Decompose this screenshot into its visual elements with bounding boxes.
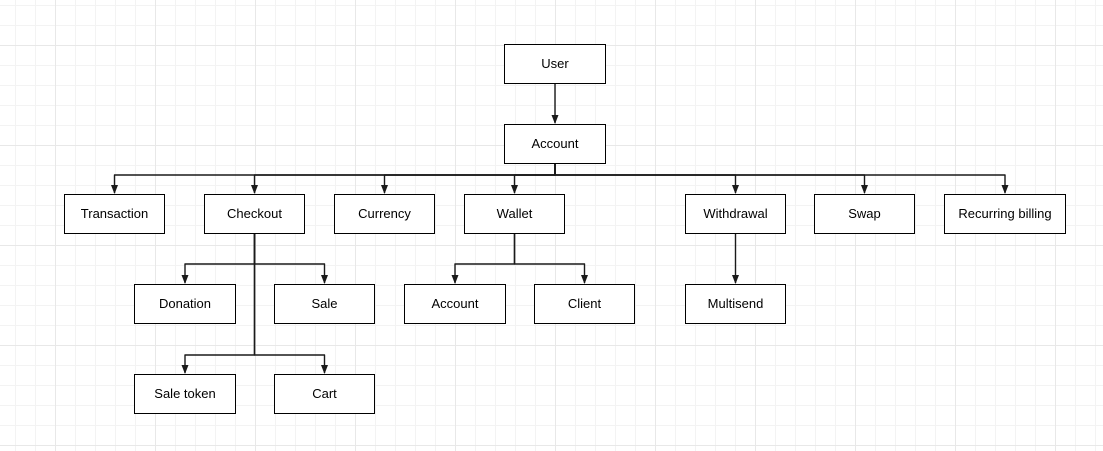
node-label-wallet-account: Account	[431, 296, 479, 312]
node-multisend[interactable]: Multisend	[685, 284, 786, 324]
node-currency[interactable]: Currency	[334, 194, 435, 234]
node-swap[interactable]: Swap	[814, 194, 915, 234]
node-client[interactable]: Client	[534, 284, 635, 324]
node-transaction[interactable]: Transaction	[64, 194, 165, 234]
edge-account-to-currency[interactable]	[381, 164, 556, 194]
node-label-donation: Donation	[158, 296, 212, 312]
node-sale-token[interactable]: Sale token	[134, 374, 236, 414]
node-label-wallet: Wallet	[496, 206, 533, 222]
node-sale[interactable]: Sale	[274, 284, 375, 324]
node-label-transaction: Transaction	[80, 206, 149, 222]
edge-account-to-swap[interactable]	[554, 164, 868, 194]
node-donation[interactable]: Donation	[134, 284, 236, 324]
edge-account-to-wallet[interactable]	[511, 164, 556, 194]
edge-checkout-to-donation[interactable]	[181, 234, 256, 284]
node-label-recurring-billing: Recurring billing	[958, 206, 1052, 222]
node-label-client: Client	[567, 296, 602, 312]
node-label-sale: Sale	[311, 296, 338, 312]
node-withdrawal[interactable]: Withdrawal	[685, 194, 786, 234]
node-recurring-billing[interactable]: Recurring billing	[944, 194, 1066, 234]
edge-checkout-to-cart[interactable]	[253, 234, 328, 374]
node-label-account: Account	[531, 136, 579, 152]
edge-account-to-recurring-billing[interactable]	[554, 164, 1009, 194]
node-label-sale-token: Sale token	[154, 386, 216, 402]
edge-account-to-withdrawal[interactable]	[554, 164, 739, 194]
node-wallet[interactable]: Wallet	[464, 194, 565, 234]
edge-wallet-to-client[interactable]	[513, 234, 588, 284]
edge-account-to-transaction[interactable]	[111, 164, 556, 194]
node-account[interactable]: Account	[504, 124, 606, 164]
edge-checkout-to-sale[interactable]	[253, 234, 328, 284]
node-cart[interactable]: Cart	[274, 374, 375, 414]
node-wallet-account[interactable]: Account	[404, 284, 506, 324]
edge-account-to-checkout[interactable]	[251, 164, 556, 194]
node-label-checkout: Checkout	[227, 206, 282, 222]
node-label-currency: Currency	[358, 206, 411, 222]
node-label-swap: Swap	[848, 206, 881, 222]
node-label-user: User	[541, 56, 569, 72]
node-label-multisend: Multisend	[707, 296, 764, 312]
edge-wallet-to-wallet-account[interactable]	[451, 234, 516, 284]
node-label-cart: Cart	[312, 386, 337, 402]
node-label-withdrawal: Withdrawal	[703, 206, 768, 222]
node-checkout[interactable]: Checkout	[204, 194, 305, 234]
node-user[interactable]: User	[504, 44, 606, 84]
